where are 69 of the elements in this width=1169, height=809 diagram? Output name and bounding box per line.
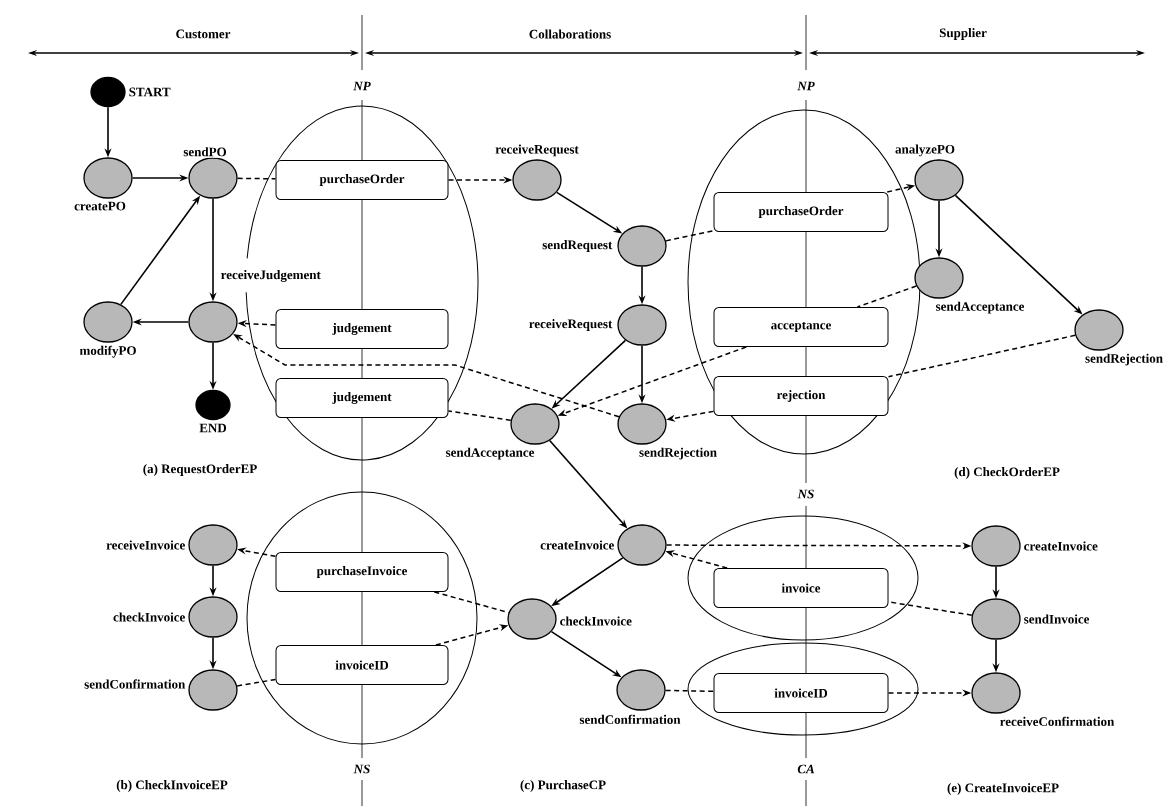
activity-circle: [188, 669, 238, 711]
node-label: sendAcceptance: [934, 300, 1026, 315]
message-box: rejection: [713, 376, 889, 416]
activity-circle: [83, 301, 133, 343]
activity-circle: [971, 672, 1021, 714]
axis-label: NP: [797, 81, 815, 91]
message-box: judgement: [275, 309, 449, 349]
activity-circle: [507, 598, 557, 640]
message-box: purchaseInvoice: [275, 552, 449, 592]
lane-title: Supplier: [939, 28, 987, 40]
activity-circle: [617, 225, 667, 267]
message-box: purchaseOrder: [275, 160, 449, 200]
node-label: receiveInvoice: [104, 538, 187, 552]
activity-circle: [1074, 309, 1124, 351]
activity-circle: [914, 159, 964, 201]
node-label: receiveConfirmation: [998, 715, 1116, 728]
activity-circle: [510, 403, 560, 445]
activity-circle: [83, 157, 133, 199]
node-label: createInvoice: [538, 538, 616, 552]
message-box: judgement: [275, 378, 449, 418]
activity-circle: [188, 596, 238, 638]
diagram-caption: (c) PurchaseCP: [520, 780, 606, 792]
lane-title: Customer: [176, 29, 231, 39]
activity-circle: [617, 304, 667, 346]
node-label: receiveRequest: [493, 143, 581, 158]
node-label: createInvoice: [1022, 539, 1100, 553]
axis-label: CA: [797, 764, 815, 774]
node-label: sendAcceptance: [444, 446, 536, 461]
diagram-caption: (a) RequestOrderEP: [143, 464, 257, 476]
node-label: analyzePO: [893, 142, 957, 158]
diagram-caption: (e) CreateInvoiceEP: [947, 783, 1059, 795]
activity-circle: [617, 403, 667, 445]
node-label: sendRejection: [637, 446, 719, 461]
node-label: sendPO: [181, 145, 229, 158]
activity-circle: [971, 598, 1021, 640]
activity-circle: [512, 159, 562, 201]
node-label: receiveRequest: [527, 317, 614, 333]
activity-circle: [616, 669, 666, 711]
node-label: END: [197, 422, 229, 434]
terminal-dot: [90, 76, 126, 108]
message-box: invoiceID: [713, 673, 889, 713]
terminal-dot: [195, 389, 231, 421]
node-label: modifyPO: [78, 344, 139, 360]
activity-circle: [188, 157, 238, 199]
activity-circle: [617, 524, 667, 566]
lane-title: Collaborations: [529, 29, 611, 39]
node-label: sendRequest: [540, 238, 614, 254]
activity-circle: [914, 257, 964, 299]
node-label: createPO: [72, 200, 128, 212]
activity-circle: [971, 525, 1021, 567]
activity-circle: [188, 301, 238, 343]
message-box: invoiceID: [275, 645, 449, 685]
node-label: sendConfirmation: [82, 677, 187, 691]
message-box: purchaseOrder: [713, 192, 889, 232]
node-label: checkInvoice: [558, 614, 634, 628]
diagram-caption: (b) CheckInvoiceEP: [116, 780, 228, 792]
message-box: acceptance: [713, 307, 889, 347]
node-label: sendInvoice: [1022, 612, 1091, 626]
node-label: START: [127, 86, 173, 98]
node-label: sendConfirmation: [577, 713, 683, 726]
activity-circle: [188, 524, 238, 566]
node-label: sendRejection: [1083, 352, 1165, 367]
axis-label: NS: [797, 489, 814, 499]
node-label: checkInvoice: [111, 610, 187, 624]
axis-label: NS: [353, 764, 370, 774]
node-label: receiveJudgement: [219, 268, 323, 284]
diagram-caption: (d) CheckOrderEP: [954, 467, 1060, 479]
axis-label: NP: [353, 81, 371, 91]
message-box: invoice: [713, 568, 889, 608]
